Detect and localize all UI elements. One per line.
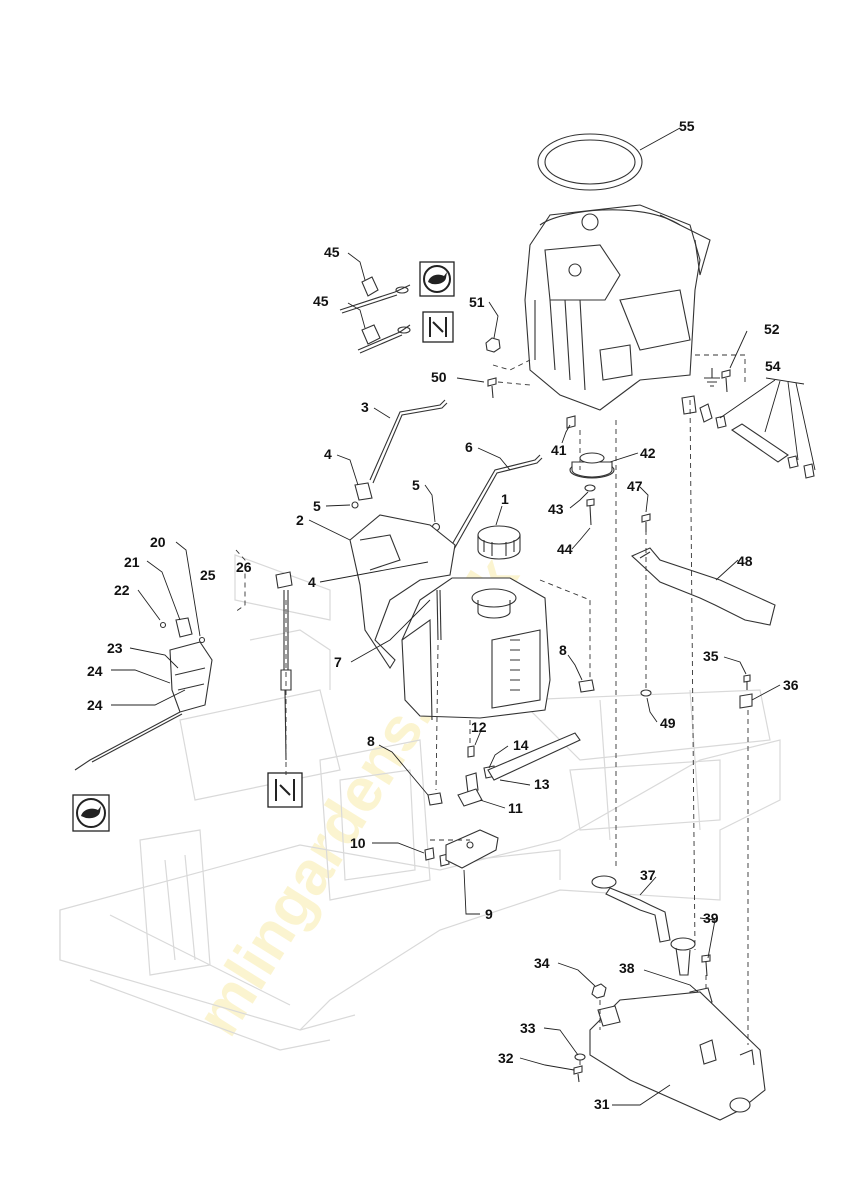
callout-label: 1 (501, 491, 509, 507)
callout-label: 31 (594, 1096, 610, 1112)
muffler-part[interactable] (589, 991, 766, 1121)
callout-label: 3 (361, 399, 369, 415)
exhaust-pipe-part[interactable] (591, 875, 696, 976)
tank-cap-part[interactable] (477, 525, 521, 560)
callout-label: 37 (640, 867, 656, 883)
callout-label: 33 (520, 1020, 536, 1036)
callout-label: 5 (412, 477, 420, 493)
callout-label: 12 (471, 719, 487, 735)
callout-brace-54 (719, 377, 816, 471)
bolt-part[interactable] (701, 954, 711, 977)
mounting-bracket-part[interactable] (631, 547, 776, 626)
callout-label: 34 (534, 955, 550, 971)
callout-label: 13 (534, 776, 550, 792)
callout-label: 45 (313, 293, 329, 309)
callout-leader-lines (111, 127, 781, 1106)
engine-block-part[interactable] (524, 204, 711, 411)
tank-bracket-part[interactable] (349, 514, 456, 670)
callout-label: 24 (87, 697, 103, 713)
callout-label: 9 (485, 906, 493, 922)
clip-part[interactable] (427, 792, 443, 806)
callout-label: 25 (200, 567, 216, 583)
callout-label: 4 (324, 446, 332, 462)
choke-icon (422, 311, 454, 343)
callout-label: 32 (498, 1050, 514, 1066)
callout-label: 7 (334, 654, 342, 670)
callout-label: 49 (660, 715, 676, 731)
rabbit-fast-speed-icon (72, 794, 110, 832)
nut-part[interactable] (591, 983, 607, 999)
cable-clamp-part-lower[interactable] (357, 324, 411, 354)
screw-part[interactable] (743, 674, 751, 690)
clip-part[interactable] (354, 482, 373, 501)
callout-label: 51 (469, 294, 485, 310)
callout-label: 5 (313, 498, 321, 514)
clip-part[interactable] (578, 679, 595, 693)
bolt-part[interactable] (487, 377, 497, 399)
fuel-filler-cap-part[interactable] (569, 452, 615, 479)
nut-part[interactable] (485, 337, 501, 353)
callout-label: 41 (551, 442, 567, 458)
cable-clamp-part-upper[interactable] (339, 276, 411, 314)
callout-label: 39 (703, 910, 719, 926)
alignment-lines (234, 354, 749, 1068)
throttle-lever-assembly-part[interactable] (74, 641, 213, 771)
callout-label: 47 (627, 478, 643, 494)
screw-part[interactable] (586, 498, 595, 526)
callout-label: 4 (308, 574, 316, 590)
callout-label: 8 (367, 733, 375, 749)
callout-label: 2 (296, 512, 304, 528)
fuel-hose-part[interactable] (487, 732, 581, 781)
callout-label: 26 (236, 559, 252, 575)
callout-label: 48 (737, 553, 753, 569)
callout-label: 45 (324, 244, 340, 260)
choke-rod-part[interactable] (449, 454, 543, 552)
choke-knob-part[interactable] (275, 571, 293, 589)
nut-part[interactable] (159, 621, 167, 629)
ground-symbol (704, 368, 720, 387)
mounting-plate-part[interactable] (445, 829, 499, 869)
callout-label: 8 (559, 642, 567, 658)
clip-part[interactable] (739, 693, 753, 709)
callout-label: 21 (124, 554, 140, 570)
throttle-rod-part[interactable] (369, 399, 448, 484)
screw-part[interactable] (198, 636, 206, 644)
callout-label: 38 (619, 960, 635, 976)
fuel-hose-kit-part[interactable] (681, 395, 815, 479)
washer-part[interactable] (584, 484, 596, 492)
washer-part[interactable] (640, 689, 652, 697)
pin-part[interactable] (566, 415, 576, 429)
fuel-tank-part[interactable] (401, 577, 551, 721)
callout-label: 23 (107, 640, 123, 656)
callout-label: 35 (703, 648, 719, 664)
fuel-tap-part[interactable] (457, 745, 497, 807)
rabbit-fast-speed-icon (419, 261, 455, 297)
callout-label: 42 (640, 445, 656, 461)
bolt-part[interactable] (721, 369, 731, 393)
callout-label: 20 (150, 534, 166, 550)
callout-labels: 55 45 45 51 52 50 54 3 41 6 42 4 5 1 43 … (87, 118, 799, 1112)
fuel-line-part[interactable] (436, 589, 442, 641)
callout-label: 36 (783, 677, 799, 693)
callout-label: 22 (114, 582, 130, 598)
callout-label: 54 (765, 358, 781, 374)
callout-label: 10 (350, 835, 366, 851)
callout-label: 24 (87, 663, 103, 679)
belt-ring-part[interactable] (537, 133, 643, 191)
knob-part[interactable] (175, 617, 193, 638)
choke-icon (267, 772, 303, 808)
callout-label: 44 (557, 541, 573, 557)
callout-label: 55 (679, 118, 695, 134)
callout-label: 14 (513, 737, 529, 753)
callout-label: 11 (508, 800, 523, 816)
callout-label: 52 (764, 321, 780, 337)
washer-part[interactable] (574, 1053, 586, 1061)
callout-label: 43 (548, 501, 564, 517)
callout-label: 50 (431, 369, 447, 385)
bolt-part[interactable] (641, 513, 651, 532)
screw-part[interactable] (351, 501, 359, 509)
callout-label: 6 (465, 439, 473, 455)
bolt-part[interactable] (573, 1065, 583, 1083)
